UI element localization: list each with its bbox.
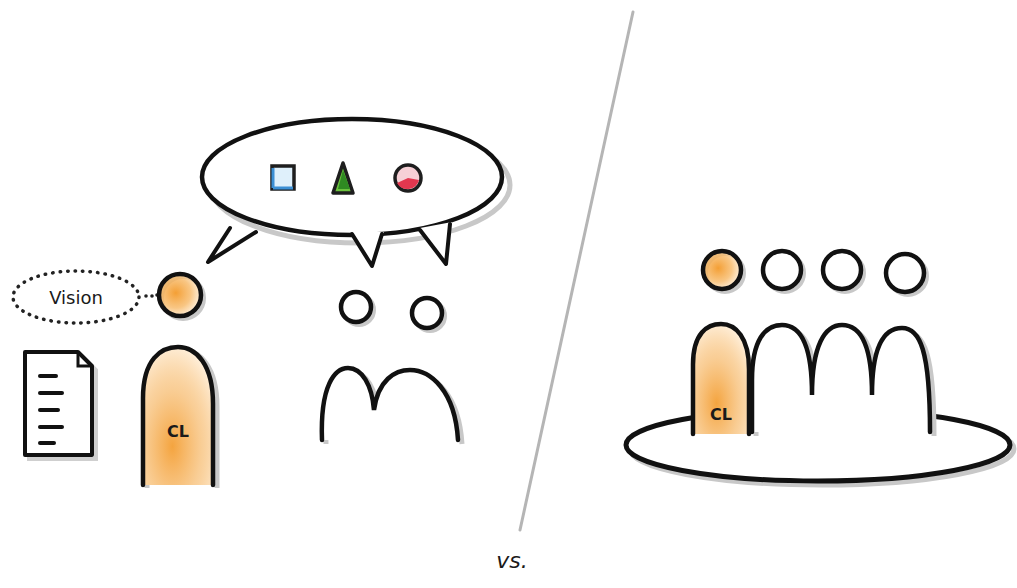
text-holder: CL (690, 322, 752, 434)
body-stroke (143, 347, 213, 485)
text-holder: CL (140, 345, 216, 485)
person-head (159, 274, 204, 319)
thought-dots (144, 293, 159, 298)
team-members (322, 292, 462, 444)
body-fill (693, 324, 749, 434)
body-outline (140, 345, 216, 485)
thought-cloud: Vision (10, 268, 142, 326)
divider-line (520, 12, 633, 530)
shape-icons (272, 163, 421, 193)
role-label: CL (167, 422, 189, 441)
body-stroke (693, 324, 749, 434)
body-color (693, 324, 749, 434)
dotted-ellipse (13, 271, 139, 323)
versus-label: vs. (462, 548, 562, 573)
document-icon (25, 352, 96, 459)
body-color (143, 347, 213, 485)
speech-bubble (202, 119, 510, 266)
person-body: CL (140, 345, 216, 485)
body-fill (143, 347, 213, 485)
text-holder: Vision (10, 268, 142, 326)
role-label: CL (710, 405, 732, 424)
thought-text: Vision (49, 287, 103, 308)
person-body: CL (690, 322, 752, 434)
